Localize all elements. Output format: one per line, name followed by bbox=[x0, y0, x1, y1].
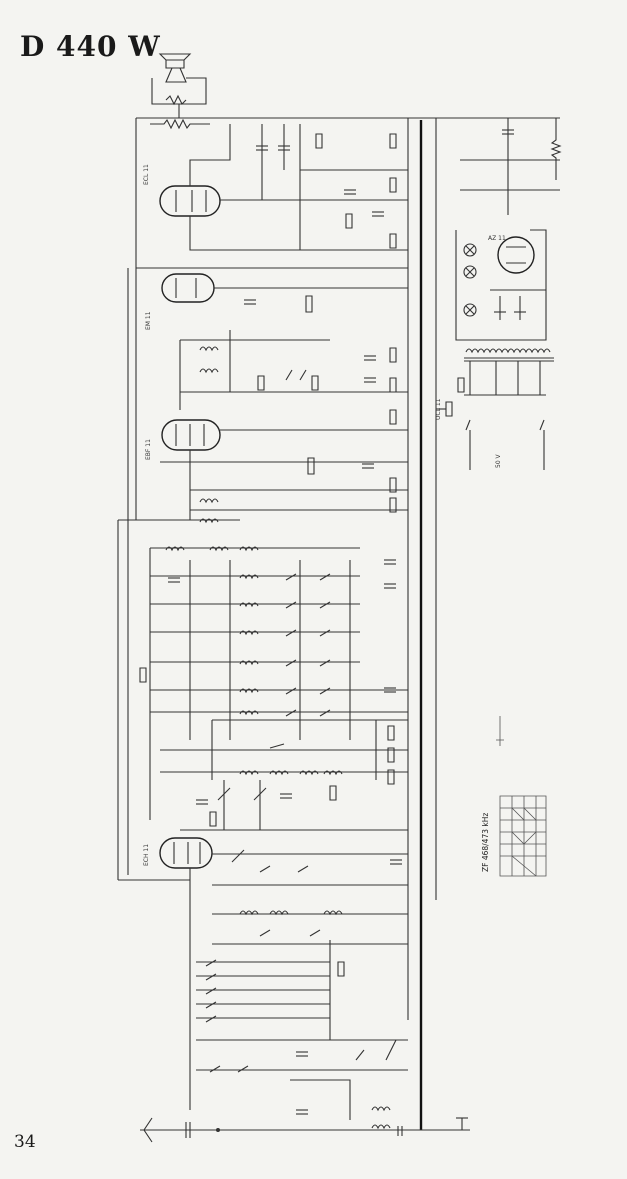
marker bbox=[496, 716, 504, 746]
label-em11: EM 11 bbox=[145, 311, 152, 330]
label-hum: 50 V bbox=[495, 453, 502, 468]
label-ecl11: ECL 11 bbox=[143, 164, 150, 185]
top-components bbox=[240, 124, 408, 250]
oscillator-section bbox=[160, 720, 408, 830]
rectifier-tube-az11 bbox=[498, 237, 534, 273]
output-tube-ecl11: ECL 11 bbox=[143, 124, 300, 250]
detector-section bbox=[180, 330, 408, 424]
pilot-lamp-icon bbox=[464, 304, 476, 316]
label-az11: AZ 11 bbox=[488, 235, 506, 242]
bus-lines bbox=[118, 118, 560, 1130]
band-switch-array bbox=[140, 547, 408, 740]
pilot-lamp-icon bbox=[464, 244, 476, 256]
page-number: 34 bbox=[14, 1132, 36, 1152]
indicator-tube-em11: EM 11 bbox=[136, 268, 408, 330]
pilot-lamp-icon bbox=[464, 266, 476, 278]
switch-position-table bbox=[500, 796, 546, 876]
antenna-icon bbox=[144, 1118, 152, 1142]
rf-input-section bbox=[196, 850, 408, 1136]
label-ech11: ECH 11 bbox=[143, 844, 150, 866]
label-mains: UCL 11 bbox=[435, 398, 442, 420]
resistor-top bbox=[150, 120, 210, 128]
label-ebf11: EBF 11 bbox=[145, 439, 152, 460]
page-title: D 440 W bbox=[20, 30, 161, 63]
if-tube-ebf11: EBF 11 bbox=[145, 420, 408, 522]
mixer-tube-ech11: ECH 11 bbox=[118, 838, 408, 1110]
label-if-frequency: ZF 468/473 kHz bbox=[481, 813, 490, 872]
power-supply-section: AZ 11 50 V bbox=[436, 118, 560, 470]
mains-transformer bbox=[466, 349, 550, 352]
antenna-input bbox=[140, 1118, 470, 1142]
speaker-icon bbox=[152, 54, 206, 118]
